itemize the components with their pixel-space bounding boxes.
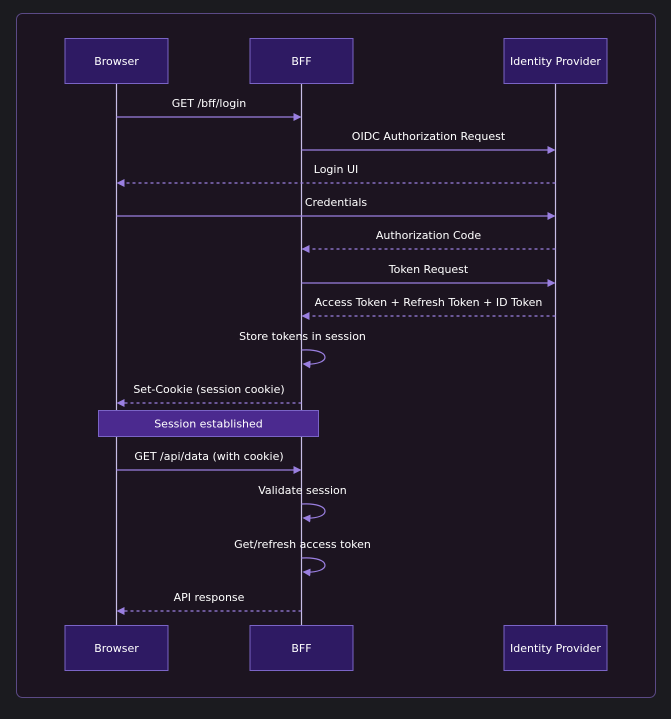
message-label: Validate session xyxy=(258,484,347,497)
message-label: Authorization Code xyxy=(376,229,482,242)
message-3: Login UI xyxy=(116,163,556,187)
message-13: API response xyxy=(116,591,302,615)
message-7: Access Token + Refresh Token + ID Token xyxy=(301,296,556,320)
message-label: API response xyxy=(174,591,245,604)
self-message-arrow xyxy=(301,349,326,369)
actor-box xyxy=(249,625,354,671)
actor-label: BFF xyxy=(291,642,311,655)
actor-browser-bottom: Browser xyxy=(64,625,169,671)
message-label: OIDC Authorization Request xyxy=(352,130,506,143)
message-label: Access Token + Refresh Token + ID Token xyxy=(315,296,543,309)
actor-bff-top: BFF xyxy=(249,38,354,84)
message-2: OIDC Authorization Request xyxy=(301,130,556,154)
message-4: Credentials xyxy=(116,196,556,220)
message-9: Set-Cookie (session cookie) xyxy=(116,383,302,407)
message-12: Get/refresh access token xyxy=(234,538,371,577)
actor-box xyxy=(64,38,169,84)
actor-browser-top: Browser xyxy=(64,38,169,84)
actor-idp-top: Identity Provider xyxy=(503,38,608,84)
actor-box xyxy=(64,625,169,671)
actor-box xyxy=(503,38,608,84)
note-label: Session established xyxy=(154,418,263,431)
message-8: Store tokens in session xyxy=(239,330,366,369)
message-label: GET /bff/login xyxy=(172,97,246,110)
note-box xyxy=(98,410,319,437)
message-5: Authorization Code xyxy=(301,229,556,253)
message-label: Store tokens in session xyxy=(239,330,366,343)
message-label: Credentials xyxy=(305,196,368,209)
self-message-arrow xyxy=(301,503,326,523)
actor-idp-bottom: Identity Provider xyxy=(503,625,608,671)
message-1: GET /bff/login xyxy=(116,97,302,121)
actor-box xyxy=(249,38,354,84)
message-6: Token Request xyxy=(301,263,556,287)
message-label: Set-Cookie (session cookie) xyxy=(133,383,284,396)
diagram-canvas xyxy=(16,13,656,698)
actor-label: Identity Provider xyxy=(510,55,601,68)
note-session-established: Session established xyxy=(98,410,319,437)
actor-label: Browser xyxy=(94,55,139,68)
actor-box xyxy=(503,625,608,671)
message-10: GET /api/data (with cookie) xyxy=(116,450,302,474)
actor-label: Browser xyxy=(94,642,139,655)
actor-bff-bottom: BFF xyxy=(249,625,354,671)
message-label: Token Request xyxy=(388,263,469,276)
message-label: GET /api/data (with cookie) xyxy=(134,450,283,463)
actor-label: Identity Provider xyxy=(510,642,601,655)
message-label: Get/refresh access token xyxy=(234,538,371,551)
message-11: Validate session xyxy=(258,484,347,523)
message-label: Login UI xyxy=(314,163,358,176)
self-message-arrow xyxy=(301,557,326,577)
actor-label: BFF xyxy=(291,55,311,68)
